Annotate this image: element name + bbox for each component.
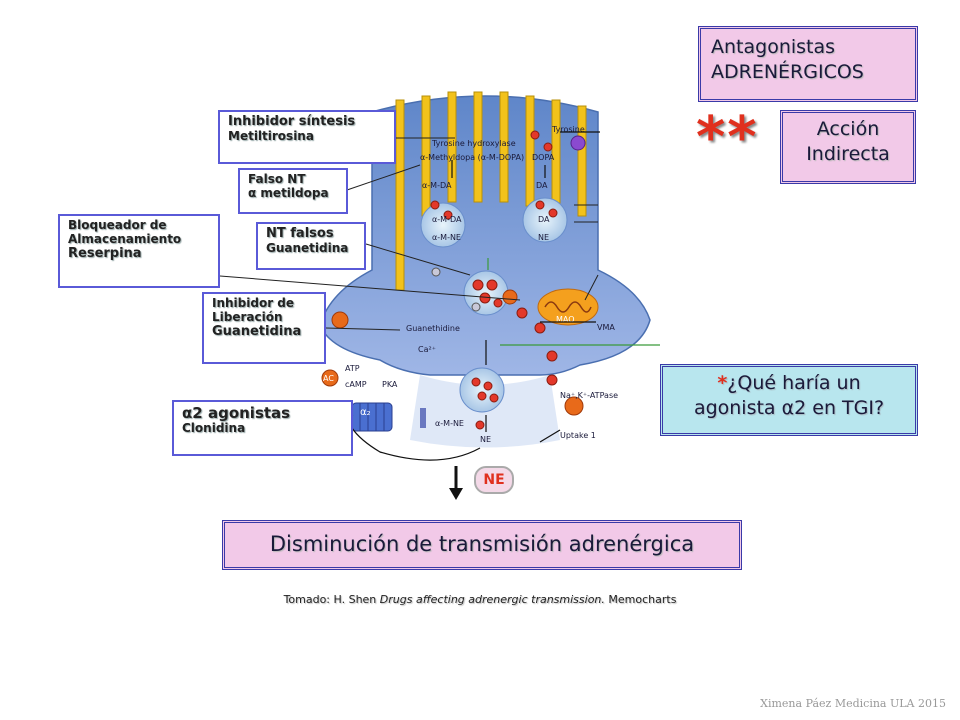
- svg-text:NE: NE: [480, 435, 491, 444]
- indirect-action-box: Acción Indirecta: [780, 110, 916, 184]
- svg-text:MAO: MAO: [556, 315, 575, 324]
- label-release-inhibitor: Inhibidor de Liberación Guanetidina: [202, 292, 326, 364]
- svg-text:AC: AC: [323, 374, 334, 383]
- ne-particles: [430, 130, 558, 430]
- label-storage-blocker: Bloqueador de Almacenamiento Reserpina: [58, 214, 220, 288]
- enzyme-stars: [321, 289, 584, 416]
- svg-text:PKA: PKA: [382, 380, 398, 389]
- svg-text:Guanethidine: Guanethidine: [406, 324, 460, 333]
- svg-text:α-M-DA: α-M-DA: [422, 181, 452, 190]
- svg-text:α-Methyldopa (α-M-DOPA): α-Methyldopa (α-M-DOPA): [420, 153, 524, 162]
- svg-text:Ca²⁺: Ca²⁺: [418, 345, 436, 354]
- svg-text:NE: NE: [538, 233, 549, 242]
- svg-text:DOPA: DOPA: [532, 153, 555, 162]
- label-false-nts: NT falsos Guanetidina: [256, 222, 366, 270]
- label-synthesis-inhibitor: Inhibidor síntesis Metiltirosina: [218, 110, 396, 164]
- svg-text:Na⁺,K⁺-ATPase: Na⁺,K⁺-ATPase: [560, 391, 618, 400]
- output-arrow: [449, 466, 463, 500]
- author-credit: Ximena Páez Medicina ULA 2015: [760, 697, 946, 710]
- question-box: *¿Qué haría un agonista α2 en TGI?: [660, 364, 918, 436]
- svg-text:α-M-NE: α-M-NE: [432, 233, 461, 242]
- svg-text:Tyrosine: Tyrosine: [551, 125, 585, 134]
- svg-text:Tyrosine hydroxylase: Tyrosine hydroxylase: [431, 139, 516, 148]
- svg-text:VMA: VMA: [597, 323, 615, 332]
- result-banner: Disminución de transmisión adrenérgica: [222, 520, 742, 570]
- svg-text:DA: DA: [536, 181, 548, 190]
- svg-text:cAMP: cAMP: [345, 380, 367, 389]
- axon-bars: [395, 91, 587, 291]
- ne-output-label: NE: [474, 466, 514, 494]
- antagonists-title: Antagonistas ADRENÉRGICOS: [698, 26, 918, 102]
- neuron-text: Tyrosine Tyrosine hydroxylase α-Methyldo…: [323, 125, 618, 444]
- svg-text:DA: DA: [538, 215, 550, 224]
- mitochondrion: [537, 288, 599, 326]
- svg-text:Uptake 1: Uptake 1: [560, 431, 596, 440]
- label-false-nt: Falso NT α metildopa: [238, 168, 348, 214]
- label-alpha2-agonists: α2 agonistas Clonidina: [172, 400, 353, 456]
- alpha2-receptor: [351, 402, 393, 432]
- svg-text:α₂: α₂: [360, 407, 371, 418]
- double-star: **: [696, 105, 759, 170]
- svg-text:ATP: ATP: [345, 364, 360, 373]
- svg-text:α-M-DA: α-M-DA: [432, 215, 462, 224]
- source-citation: Tomado: H. Shen Drugs affecting adrenerg…: [283, 593, 677, 606]
- svg-text:α-M-NE: α-M-NE: [435, 419, 464, 428]
